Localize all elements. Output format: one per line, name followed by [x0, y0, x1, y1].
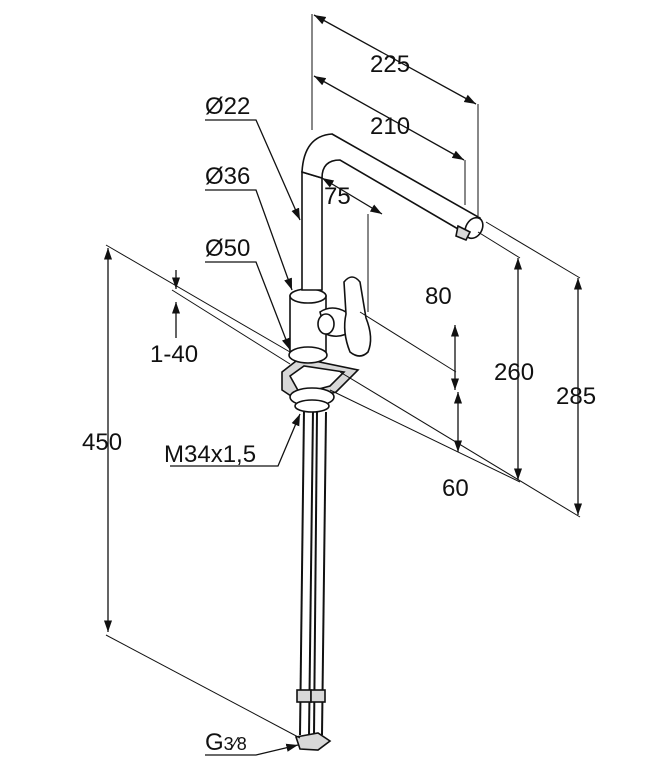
dim-75: 75	[324, 183, 351, 210]
dim-285: 285	[556, 383, 596, 410]
connection-label: G3⁄8	[205, 729, 247, 756]
dim-60: 60	[442, 475, 469, 502]
base-ring	[281, 357, 360, 413]
dim-225: 225	[370, 51, 410, 78]
dim-1-40: 1-40	[150, 341, 198, 368]
supply-hoses	[294, 409, 332, 751]
connection-fraction: 3⁄8	[224, 734, 247, 754]
lower-body	[288, 288, 328, 364]
lever-handle	[317, 276, 372, 357]
dim-diameter-50: Ø50	[205, 235, 250, 262]
thread-label: M34x1,5	[164, 441, 256, 468]
connection-prefix: G	[205, 729, 224, 756]
dim-80: 80	[425, 283, 452, 310]
dim-diameter-22: Ø22	[205, 93, 250, 120]
faucet-body	[281, 133, 484, 751]
dim-260: 260	[494, 359, 534, 386]
dim-450: 450	[82, 429, 122, 456]
dimension-lines	[103, 14, 583, 756]
dim-diameter-36: Ø36	[205, 163, 250, 190]
dim-210: 210	[370, 113, 410, 140]
